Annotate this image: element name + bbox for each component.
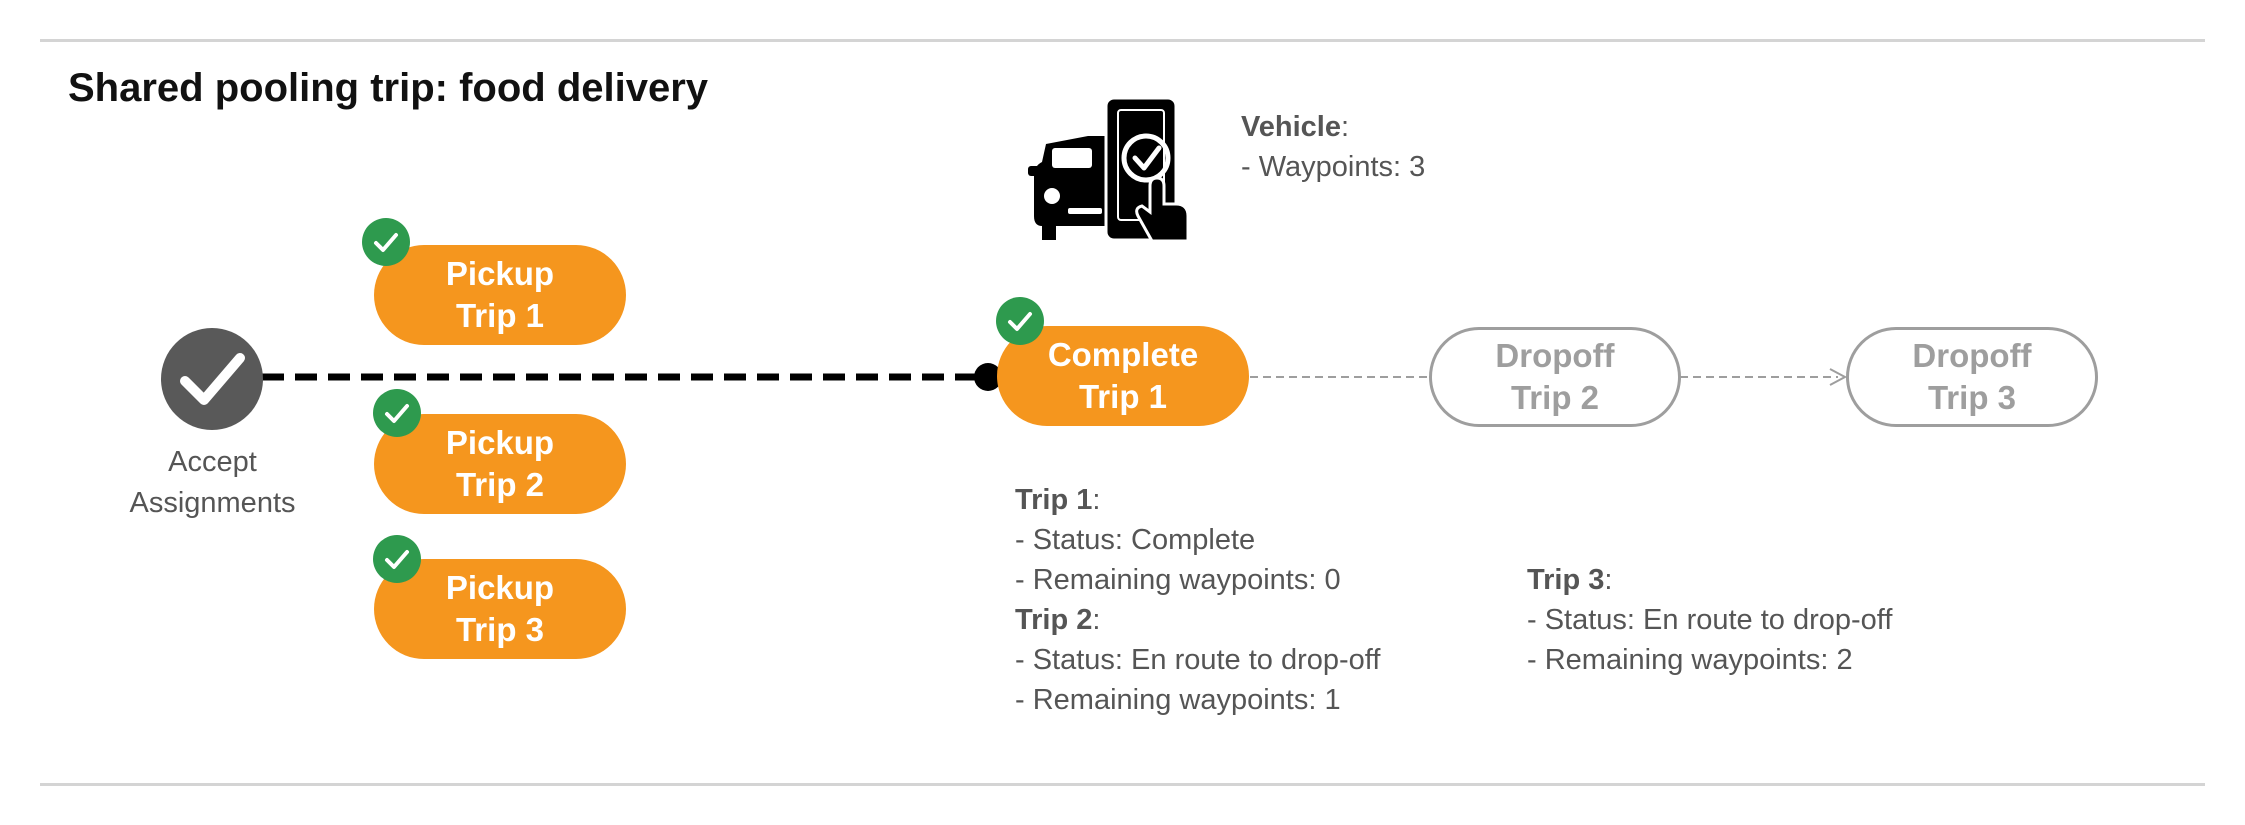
car-icon [1028, 136, 1110, 240]
trip-1-heading: Trip 1 [1015, 484, 1093, 516]
vehicle-icon [1028, 96, 1190, 243]
pickup-trip-1-node: Pickup Trip 1 [374, 245, 626, 345]
check-icon-pickup-1 [362, 218, 410, 266]
page-title: Shared pooling trip: food delivery [68, 66, 709, 110]
accept-assignments-node [161, 328, 263, 430]
trip-3-heading: Trip 3 [1527, 564, 1605, 596]
dropoff-trip-2-node: Dropoff Trip 2 [1429, 327, 1681, 427]
pickup-trip-2-node: Pickup Trip 2 [374, 414, 626, 514]
trip-3-status: - Status: En route to drop-off [1527, 604, 1893, 636]
trip-2-heading: Trip 2 [1015, 604, 1093, 636]
check-icon [180, 353, 245, 405]
trip-1-2-info: Trip 1: - Status: Complete - Remaining w… [1015, 480, 1380, 720]
top-divider [40, 39, 2205, 42]
trip-2-remaining: - Remaining waypoints: 1 [1015, 684, 1341, 716]
vehicle-heading: Vehicle [1241, 111, 1341, 143]
trip-2-status: - Status: En route to drop-off [1015, 644, 1381, 676]
bottom-divider [40, 783, 2205, 786]
trip-3-info: Trip 3: - Status: En route to drop-off -… [1527, 560, 1892, 680]
complete-trip-1-node: Complete Trip 1 [997, 326, 1249, 426]
accept-assignments-label: Accept Assignments [129, 446, 296, 519]
check-icon-pickup-3 [373, 535, 421, 583]
vehicle-waypoints: - Waypoints: 3 [1241, 151, 1426, 183]
check-icon-pickup-2 [373, 389, 421, 437]
dropoff-trip-3-node: Dropoff Trip 3 [1846, 327, 2098, 427]
vehicle-info: Vehicle: - Waypoints: 3 [1241, 107, 1425, 187]
pickup-trip-3-node: Pickup Trip 3 [374, 559, 626, 659]
check-icon-complete-1 [996, 297, 1044, 345]
trip-1-remaining: - Remaining waypoints: 0 [1015, 564, 1341, 596]
hand-pointer-icon [1135, 176, 1190, 243]
trip-3-remaining: - Remaining waypoints: 2 [1527, 644, 1853, 676]
arrowhead-icon [1829, 368, 1848, 386]
progress-end-dot [974, 363, 1002, 391]
trip-1-status: - Status: Complete [1015, 524, 1256, 556]
